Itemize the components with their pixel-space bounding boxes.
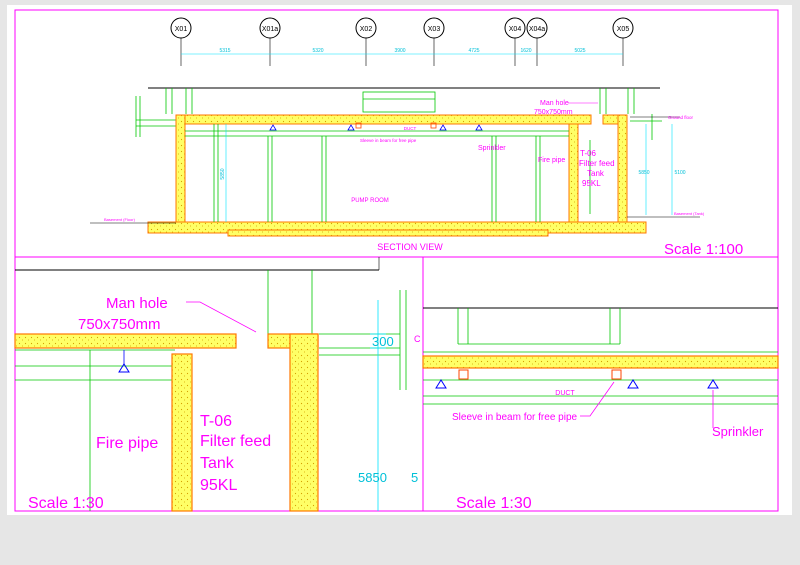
grid-label-x05: X05: [617, 26, 630, 33]
detail-left-concrete: [14, 333, 319, 512]
detail-right-scale-label: Scale 1:30: [456, 495, 532, 512]
grid-label-x01: X01: [175, 26, 188, 33]
detail-left-tank-desc: Filter feed: [200, 433, 271, 450]
grid-dim-6: 5025: [574, 48, 585, 54]
grid-label-x02: X02: [360, 26, 373, 33]
detail-left-tank-name: T-06: [200, 413, 232, 430]
detail-left-sprinkler-icon: [118, 363, 130, 373]
section-tank-name: T-06: [580, 149, 597, 158]
section-man-hole-size: 750x750mm: [534, 109, 573, 116]
detail-right-sleeve-1: [458, 369, 469, 380]
section-basement-tank: Basement (Tank): [674, 211, 705, 216]
section-tank-word: Tank: [587, 169, 605, 178]
detail-left-fire-pipe-label: Fire pipe: [96, 435, 158, 452]
section-ground-floor: Ground floor: [668, 115, 694, 120]
grid-dim-2: 5320: [312, 48, 323, 54]
detail-right-sprinkler-label: Sprinkler: [712, 424, 764, 439]
detail-left-scale-label: Scale 1:30: [28, 495, 104, 512]
detail-right-sprinkler-icon-2: [627, 379, 639, 389]
detail-left: 300 5850 5 C Man hole 750x750mm Fire pip…: [14, 257, 421, 512]
grid-dim-1: 5315: [219, 48, 230, 54]
paper: [7, 5, 792, 515]
detail-left-tank-word: Tank: [200, 455, 235, 472]
upper-structure: [135, 88, 662, 140]
grid-label-x04a: X04a: [529, 26, 545, 33]
detail-left-tank-capacity: 95KL: [200, 477, 237, 494]
detail-right-sprinkler-icon-1: [435, 379, 447, 389]
section-view: X01 X01a X02 X03 X04 X04a X05 5315 5320 …: [90, 17, 743, 258]
grid-dim-4: 4725: [468, 48, 479, 54]
detail-right-sprinkler-icon-3: [707, 379, 719, 389]
tank-concrete: [147, 114, 647, 237]
section-tank-capacity: 95KL: [582, 179, 601, 188]
detail-right-sleeve-label: Sleeve in beam for free pipe: [452, 412, 578, 423]
section-view-title: SECTION VIEW: [377, 242, 443, 252]
grid-label-x01a: X01a: [262, 26, 278, 33]
grid-dim-5: 1620: [520, 48, 531, 54]
grid-label-x04: X04: [509, 26, 522, 33]
section-sleeve-label: Sleeve in beam for free pipe: [360, 138, 417, 143]
detail-right-duct-label: DUCT: [555, 390, 575, 397]
section-man-hole-label: Man hole: [540, 100, 569, 107]
grid-label-x03: X03: [428, 26, 441, 33]
detail-left-dim-300: 300: [372, 334, 394, 349]
section-sprinkler-label: Sprinkler: [478, 145, 506, 152]
section-dim-right-1: 5850: [638, 170, 649, 176]
section-fire-pipe-label: Fire pipe: [538, 157, 565, 164]
section-scale-label: Scale 1:100: [664, 241, 743, 258]
detail-right: DUCT Sleeve in beam for free pipe Sprink…: [422, 307, 779, 512]
detail-left-dim-partial: 5: [411, 470, 418, 485]
detail-right-slab: [422, 355, 779, 369]
grid-dim-3: 3900: [394, 48, 405, 54]
detail-left-dim-5850: 5850: [358, 470, 387, 485]
section-pump-room-label: PUMP ROOM: [351, 198, 389, 204]
detail-right-sleeve-2: [611, 369, 622, 380]
section-basement-floor: Basement (Floor): [104, 217, 136, 222]
section-duct-label: DUCT: [404, 126, 417, 131]
detail-left-man-hole-size: 750x750mm: [78, 316, 161, 333]
section-tank-desc: Filter feed: [579, 159, 615, 168]
detail-left-man-hole-label: Man hole: [106, 295, 168, 312]
section-dim-left: 5850: [220, 168, 226, 179]
grid-bubbles: [170, 17, 634, 39]
detail-left-dim-edge: C: [414, 334, 421, 344]
viewport-frames: [14, 9, 779, 512]
section-dim-right-2: 5100: [674, 170, 685, 176]
section-sprinklers: [269, 124, 483, 131]
